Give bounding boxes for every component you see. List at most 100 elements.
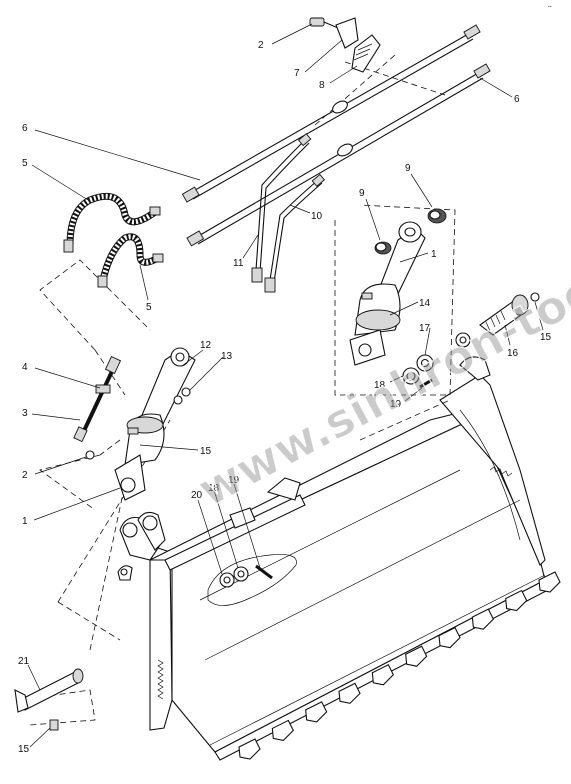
bucket-tooth [505, 589, 528, 612]
leader-9-right [410, 173, 433, 208]
bucket-tooth [471, 608, 495, 630]
pipe-10-top-fitting [311, 173, 326, 187]
leader-9-left [365, 198, 381, 241]
callout-13: 13 [221, 351, 233, 362]
washer-20-hole [223, 576, 231, 584]
leader-17 [424, 327, 431, 356]
bolt-19-lower [255, 564, 273, 580]
callout-18-lower: 18 [208, 483, 220, 494]
hose-5-lower-outer [99, 233, 160, 281]
tube-3-lower-fitting [73, 426, 88, 443]
leader-11 [242, 234, 259, 259]
pipe-11-edge-b [259, 142, 310, 273]
hose-5-upper-outer [66, 192, 158, 246]
bucket-tooth [438, 626, 461, 649]
pipe-10-edge-a [269, 179, 319, 281]
callout-19-right: 19 [390, 399, 402, 410]
cylinder-right-group-box [334, 204, 456, 396]
right-pin-assembly [402, 292, 540, 389]
leader-6-right [479, 77, 513, 98]
leader-10 [289, 204, 311, 214]
callout-9-left: 9 [359, 188, 365, 199]
callout-3: 3 [22, 408, 28, 419]
leader-6-left [34, 129, 201, 181]
grease-fitting-15-lower [49, 719, 59, 731]
bucket-tooth [305, 701, 328, 723]
pipe-11-fitting [251, 267, 263, 283]
tube-3-body [80, 364, 117, 436]
pin-21-tab [14, 689, 29, 713]
leader-19-lower [233, 483, 261, 569]
pipe-6-lower-fitting-end [473, 63, 491, 79]
left-hydraulic-cylinder [114, 347, 196, 501]
callout-4: 4 [22, 362, 28, 373]
corner-mark: ▪▪ [548, 4, 552, 10]
bucket-mount-ear-mid-b [229, 507, 256, 529]
pipe-10-fitting [264, 277, 276, 293]
leader-1-left [33, 487, 121, 521]
callout-6-left: 6 [22, 123, 28, 134]
bucket-mount-hole-b [142, 515, 158, 531]
leader-21 [27, 664, 41, 691]
pipe-6-upper-edge-a [189, 32, 471, 194]
callout-5-lower: 5 [146, 302, 152, 313]
bushing-9-b-bore [429, 210, 441, 220]
callout-5-upper: 5 [22, 158, 28, 169]
bucket-tooth [238, 738, 261, 760]
pipe-6-lower-fitting-start [186, 230, 205, 247]
callout-15-right: 15 [540, 332, 552, 343]
leader-3 [31, 413, 81, 421]
bolt-19-right [419, 378, 433, 389]
callout-20: 20 [191, 490, 203, 501]
pin-21-assembly [14, 668, 84, 731]
clamp-assembly-top [309, 17, 381, 73]
pin-16-thread [485, 310, 506, 332]
callout-7: 7 [294, 68, 300, 79]
tube-3-upper-fitting [104, 355, 122, 375]
bucket-weld-serration-right [489, 466, 513, 477]
leader-19-right [404, 387, 423, 402]
plate-8-hatch [353, 43, 373, 61]
nut-18-lower-hole [237, 570, 245, 578]
bucket-right-curve [459, 409, 521, 541]
left-lower-guide [57, 601, 121, 641]
pin-guide-b [99, 439, 121, 456]
pipe-11-top-fitting [297, 133, 312, 147]
leader-8 [329, 65, 358, 84]
bucket-tooth [538, 571, 561, 593]
hose-5-upper-fitting-b [149, 206, 161, 216]
callout-16: 16 [507, 348, 519, 359]
bucket-top-reinforcement [164, 494, 306, 571]
callout-1-right: 1 [431, 249, 437, 260]
callout-2-left: 2 [22, 470, 28, 481]
grease-fitting-15-right [530, 292, 540, 302]
pipe-6-upper-fitting-end [463, 24, 481, 40]
hose-group-outline [39, 259, 151, 351]
callout-12: 12 [200, 340, 212, 351]
bucket-floor-line [204, 499, 521, 661]
leader-14 [389, 301, 419, 316]
hose-to-cylinder-guide [94, 349, 126, 396]
bucket-tooth [371, 664, 395, 686]
bucket-mount-hole-a [122, 522, 138, 538]
cylinder-right-collar [355, 309, 401, 331]
callout-labels: 2 7 8 6 6 5 5 9 9 10 11 1 14 17 15 16 18… [18, 40, 552, 755]
callout-15-lower: 15 [18, 744, 30, 755]
leader-5-lower [139, 264, 149, 301]
callout-17: 17 [419, 323, 431, 334]
bucket-mount-ear-mid [266, 477, 301, 501]
cylinder-left-base-eye [120, 477, 136, 493]
hose-5-lower-braid [100, 234, 160, 281]
fitting-4 [95, 384, 111, 394]
leader-2-top [271, 23, 313, 45]
bucket-right-hook [459, 356, 491, 381]
leader-18-right [389, 374, 406, 383]
callout-9-right: 9 [405, 163, 411, 174]
bucket-access-panel [207, 554, 297, 606]
bolt-2-left [85, 450, 95, 460]
callout-8: 8 [319, 80, 325, 91]
washer-17-right-hole [459, 336, 467, 344]
bolt-2-head [309, 17, 325, 27]
hose-5-lower-fitting-b [152, 253, 164, 263]
